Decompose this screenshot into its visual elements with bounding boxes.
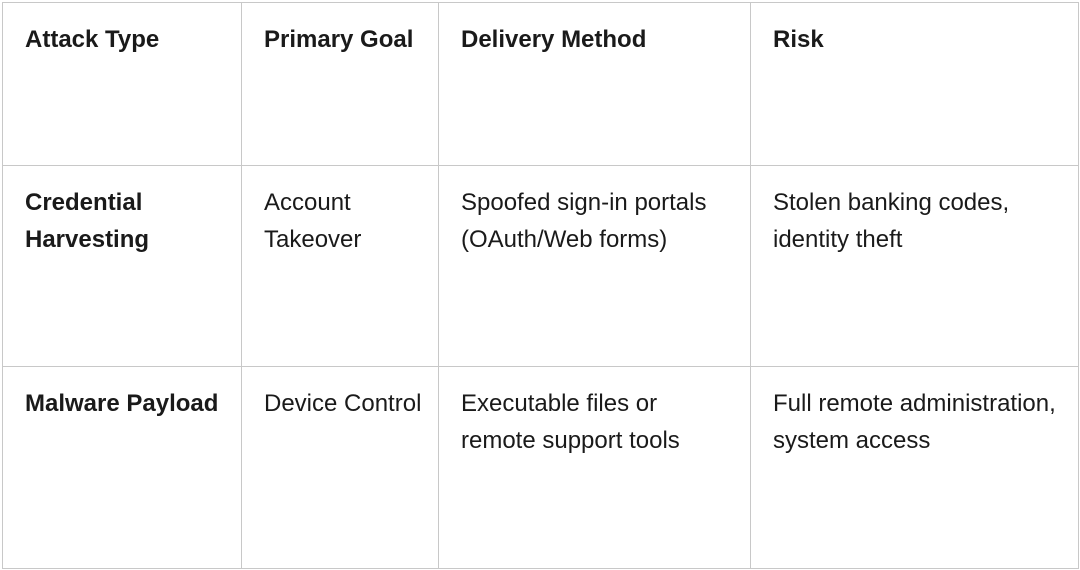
header-risk: Risk [750,2,1079,166]
header-attack-type: Attack Type [2,2,242,166]
table-row: Credential Harvesting Account Takeover S… [2,165,1079,367]
cell-risk: Stolen banking codes, identity theft [750,165,1079,367]
header-primary-goal: Primary Goal [241,2,439,166]
header-delivery-method: Delivery Method [438,2,751,166]
cell-delivery-method: Executable files or remote support tools [438,366,751,569]
cell-attack-type: Malware Payload [2,366,242,569]
cell-attack-type: Credential Harvesting [2,165,242,367]
table-row: Malware Payload Device Control Executabl… [2,366,1079,569]
table-header-row: Attack Type Primary Goal Delivery Method… [2,2,1079,166]
cell-primary-goal: Account Takeover [241,165,439,367]
cell-delivery-method: Spoofed sign-in portals (OAuth/Web forms… [438,165,751,367]
cell-primary-goal: Device Control [241,366,439,569]
cell-risk: Full remote administration, system acces… [750,366,1079,569]
